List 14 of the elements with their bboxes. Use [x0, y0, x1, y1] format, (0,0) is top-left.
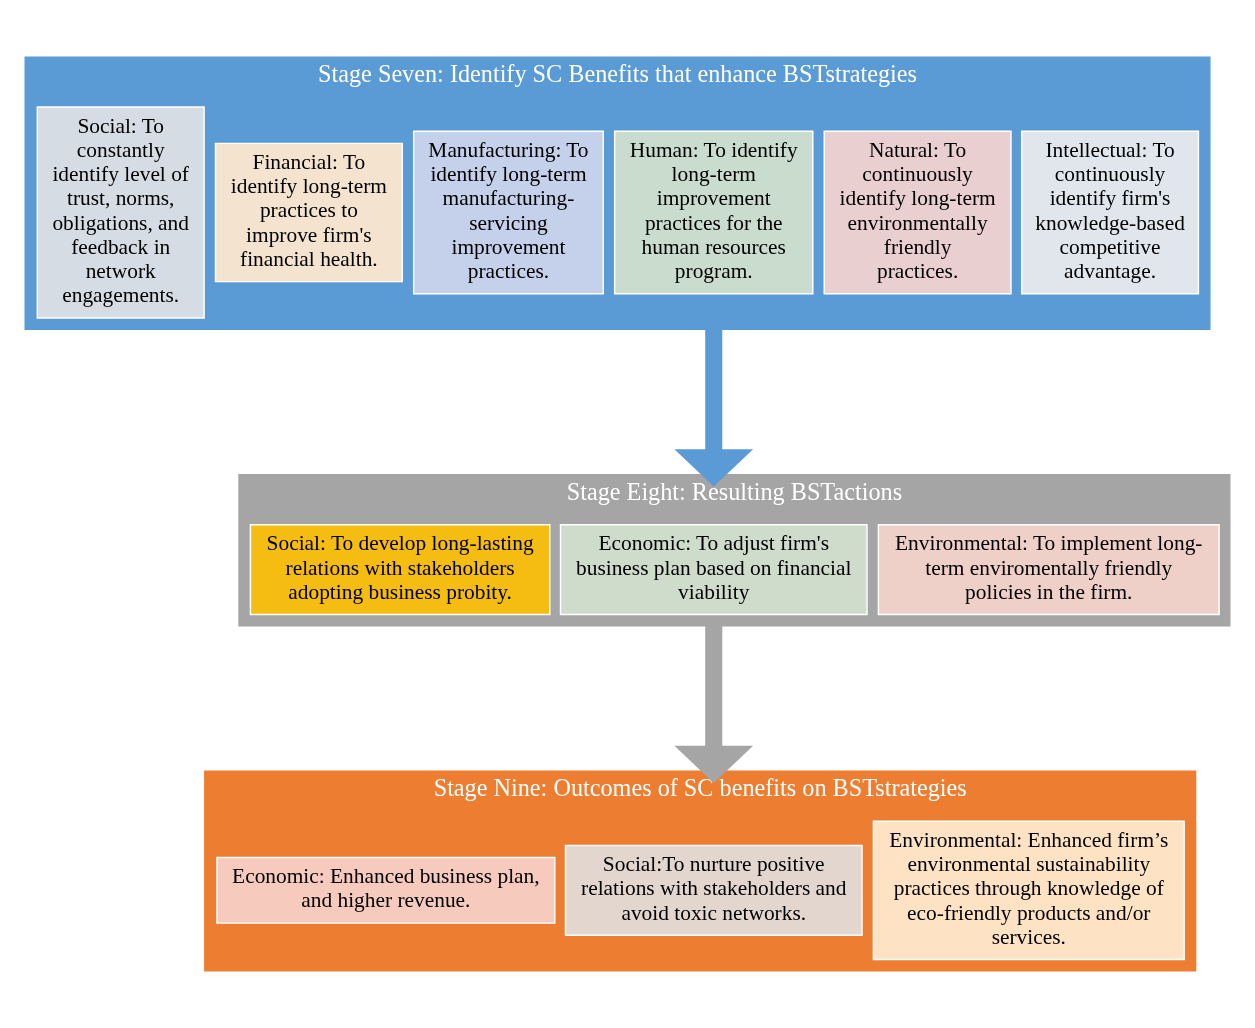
arrow	[674, 329, 754, 487]
node-box: Economic: To adjust firm's business plan based on financial viability	[559, 523, 868, 616]
arrow	[674, 625, 754, 784]
node-box: Social: To constantly identify level of trust, norms, obligations, and feedback in network engagements.	[36, 106, 205, 319]
node-box: Financial: To identify long-term practices to improve firm's financial health.	[214, 142, 403, 283]
node-box: Environmental: To implement long-term enviromentally friendly policies in the firm.	[877, 523, 1220, 616]
node-box: Economic: Enhanced business plan, and higher revenue.	[216, 856, 556, 924]
node-box: Intellectual: To continuously identify firm's knowledge-based competitive advantage.	[1020, 130, 1200, 295]
node-box: Environmental: Enhanced firm’s environmental sustainability practices through knowledge of eco-friendly products and/or services.	[872, 820, 1185, 961]
node-box: Manufacturing: To identify long-term manufacturing-servicing improvement practices.	[412, 130, 604, 295]
node-box: Social:To nurture positive relations with stakeholders and avoid toxic networks.	[564, 844, 863, 936]
node-box: Social: To develop long-lasting relations with stakeholders adopting business probity.	[249, 523, 551, 616]
node-box: Natural: To continuously identify long-term environmentally friendly practices.	[823, 130, 1012, 295]
node-box: Human: To identify long-term improvement practices for the human resources program.	[613, 130, 814, 295]
